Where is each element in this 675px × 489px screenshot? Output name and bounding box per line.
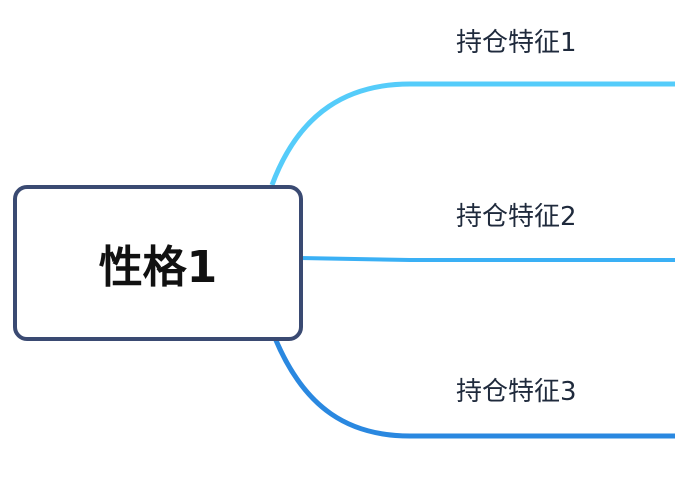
subtopic-3[interactable]: 持仓特征3 [456, 377, 577, 407]
central-topic[interactable]: 性格1 [13, 185, 303, 341]
branch-line-1 [269, 81, 675, 186]
subtopic-1[interactable]: 持仓特征1 [456, 28, 577, 58]
subtopic-2[interactable]: 持仓特征2 [456, 202, 577, 232]
branch-line-2 [299, 256, 675, 262]
central-topic-label: 性格1 [98, 242, 218, 293]
branch-line-3 [272, 337, 675, 439]
